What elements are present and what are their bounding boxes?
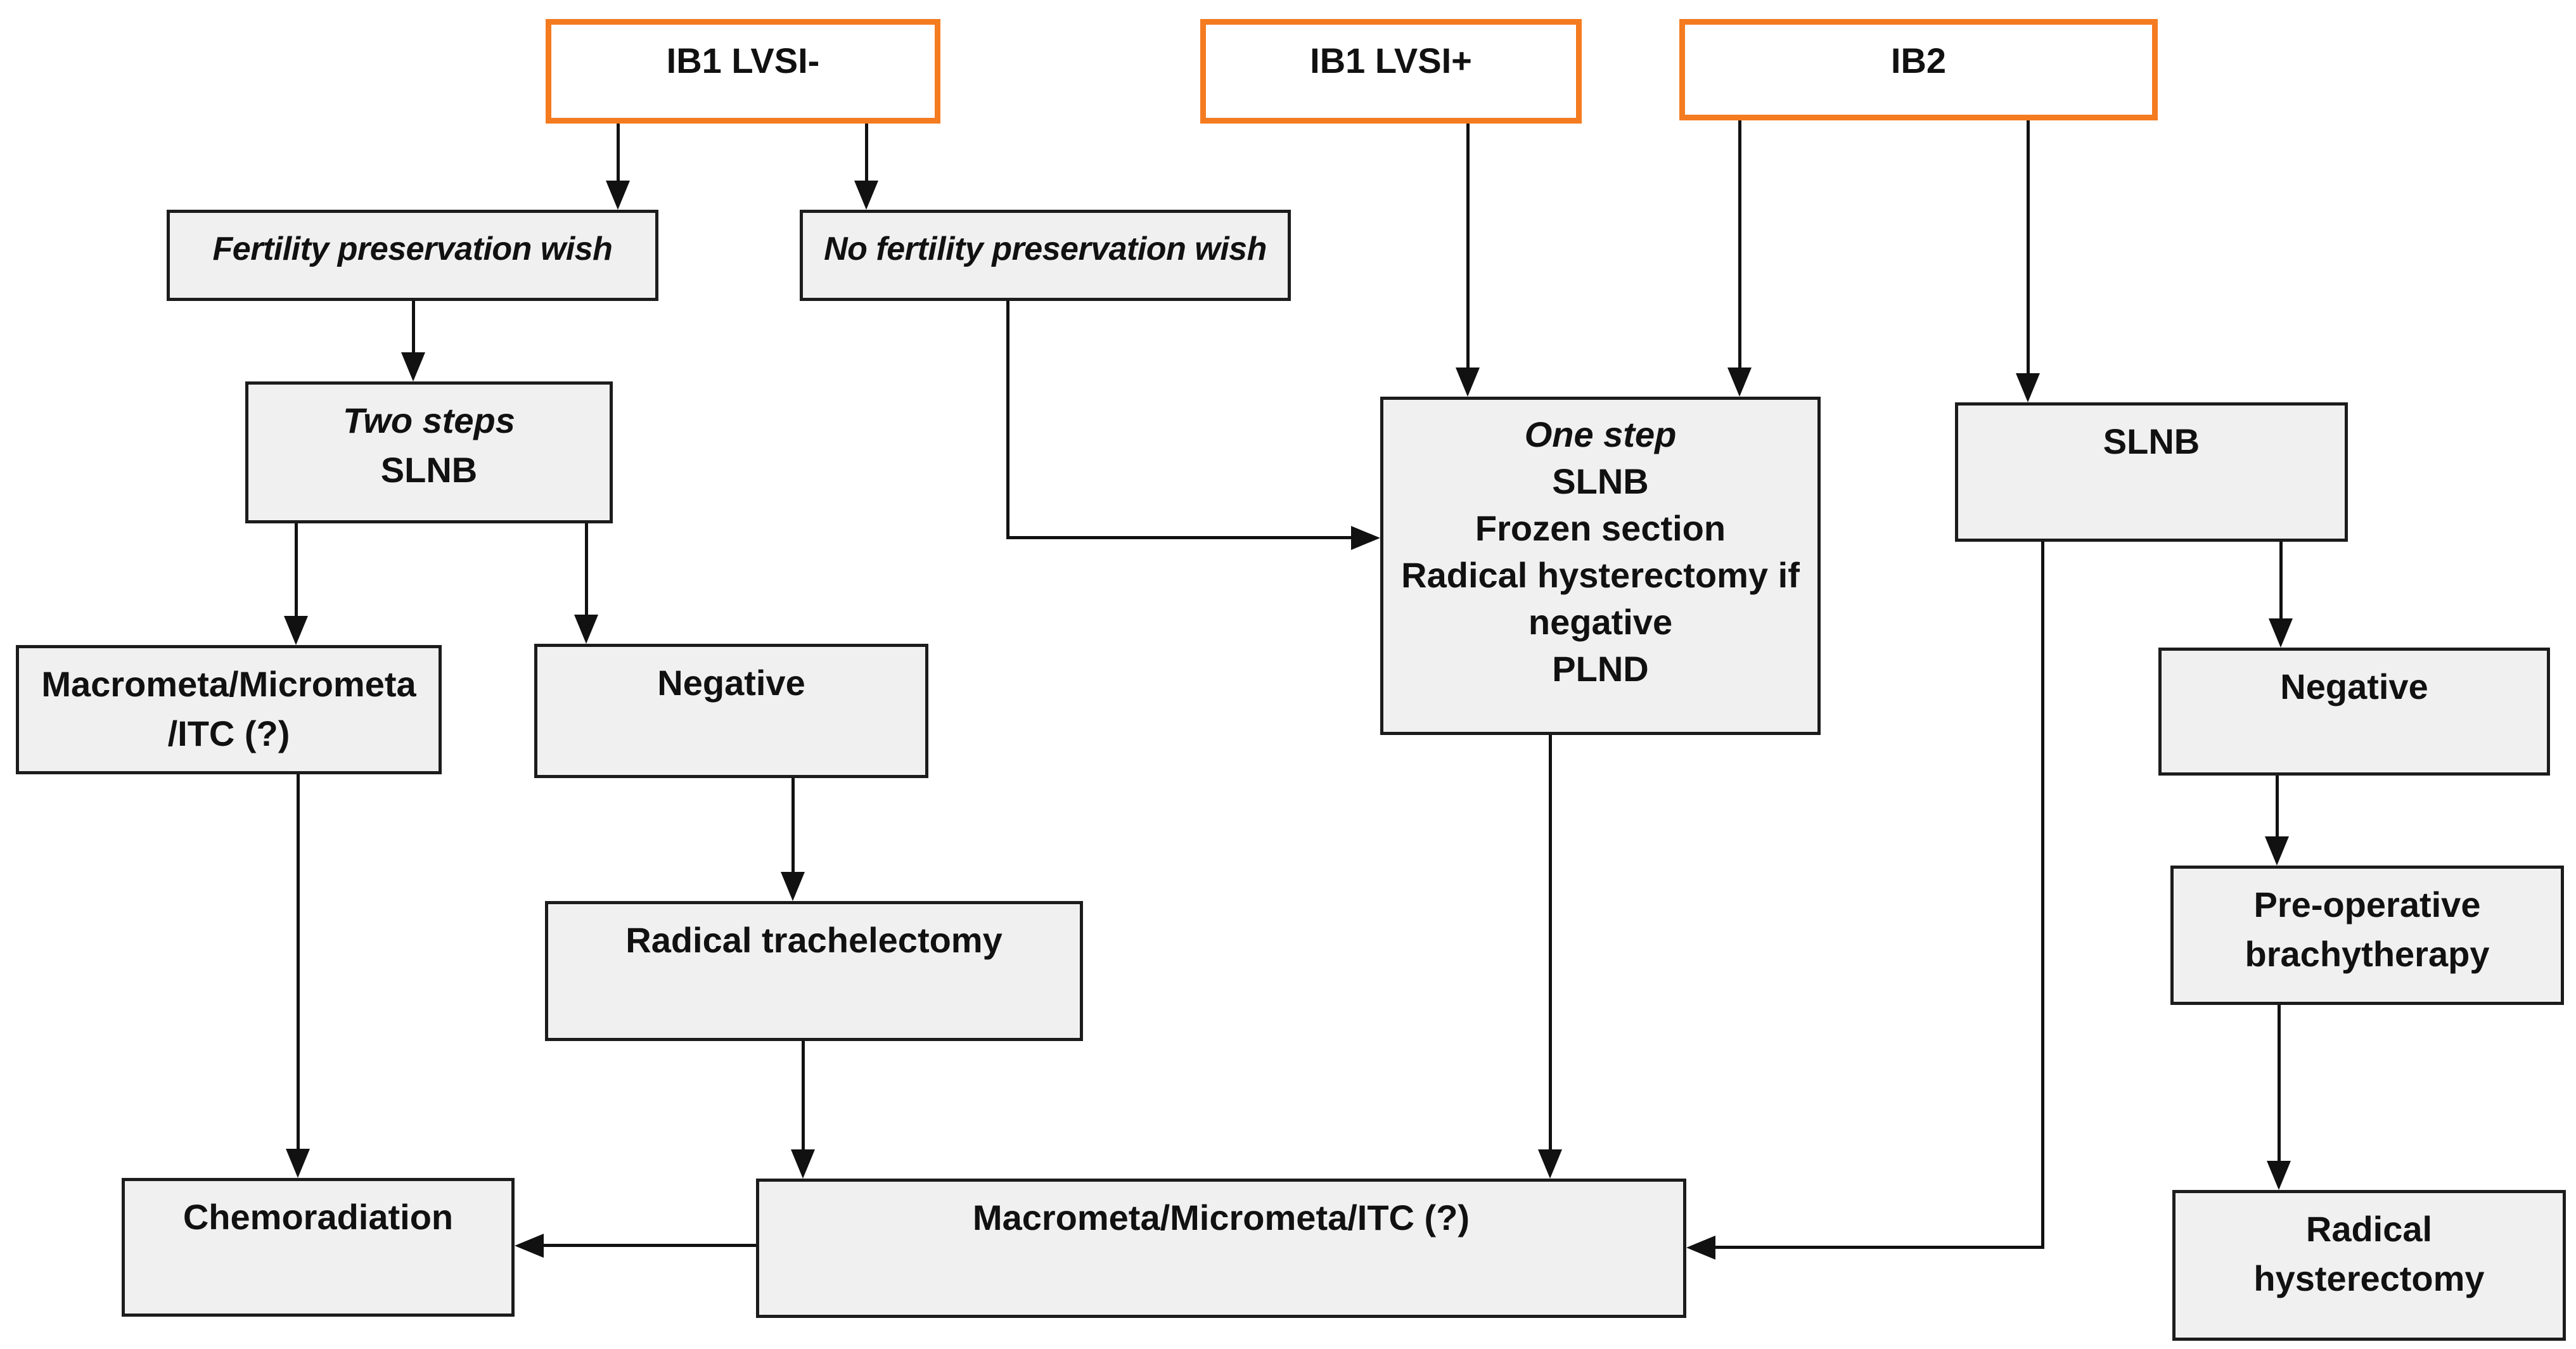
node-no-fertility-preservation-wish: No fertility preservation wish: [800, 210, 1291, 301]
node-label: Radical trachelectomy: [625, 920, 1003, 960]
node-label-line: Two steps: [343, 400, 515, 440]
node-label-line: /ITC (?): [167, 713, 290, 753]
node-radical-trachelectomy: Radical trachelectomy: [545, 901, 1083, 1041]
node-stage-ib1-lvsi-negative: IB1 LVSI-: [546, 19, 940, 124]
node-negative-left: Negative: [534, 644, 928, 778]
node-label: Negative: [657, 663, 805, 703]
node-stage-ib1-lvsi-positive: IB1 LVSI+: [1200, 19, 1582, 124]
node-label: Chemoradiation: [183, 1197, 454, 1237]
node-label: IB2: [1890, 41, 1947, 80]
node-label-line: hysterectomy: [2253, 1258, 2485, 1298]
node-label-line: SLNB: [380, 450, 478, 490]
node-label: IB1 LVSI+: [1310, 41, 1472, 80]
node-preoperative-brachytherapy: Pre-operative brachytherapy: [2170, 866, 2564, 1005]
node-label: IB1 LVSI-: [666, 41, 820, 80]
node-slnb-right: SLNB: [1955, 402, 2348, 542]
node-macrometa-micrometa-itc-bottom: Macrometa/Micrometa/ITC (?): [756, 1179, 1686, 1318]
node-stage-ib2: IB2: [1679, 19, 2158, 120]
node-label-line: One step: [1524, 414, 1677, 454]
node-chemoradiation: Chemoradiation: [122, 1178, 515, 1317]
node-label-line: Macrometa/Micrometa: [41, 664, 416, 704]
node-negative-right: Negative: [2158, 648, 2550, 776]
node-label: Negative: [2280, 667, 2428, 706]
node-label-line: SLNB: [1552, 461, 1649, 501]
node-label-line: Frozen section: [1475, 508, 1726, 548]
node-label: Macrometa/Micrometa/ITC (?): [972, 1198, 1470, 1237]
node-macrometa-micrometa-itc-left: Macrometa/Micrometa /ITC (?): [16, 645, 442, 774]
node-label-line: PLND: [1552, 649, 1649, 689]
node-label-line: Radical hysterectomy if: [1401, 555, 1800, 595]
node-radical-hysterectomy: Radical hysterectomy: [2172, 1190, 2566, 1341]
node-fertility-preservation-wish: Fertility preservation wish: [167, 210, 658, 301]
node-label: Fertility preservation wish: [212, 231, 613, 267]
node-label: SLNB: [2103, 421, 2200, 461]
node-label-line: Radical: [2305, 1209, 2433, 1249]
node-label-line: Pre-operative: [2253, 885, 2481, 924]
node-label-line: negative: [1528, 602, 1673, 642]
node-label: No fertility preservation wish: [824, 231, 1267, 267]
node-two-steps-slnb: Two steps SLNB: [245, 381, 613, 523]
node-one-step-slnb-frozen-section: One step SLNB Frozen section Radical hys…: [1380, 397, 1821, 735]
node-label-line: brachytherapy: [2245, 934, 2490, 974]
